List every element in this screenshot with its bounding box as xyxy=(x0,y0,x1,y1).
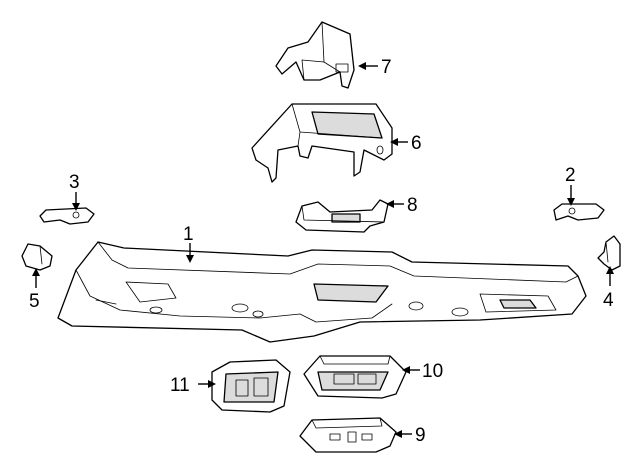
leader-10 xyxy=(402,366,420,374)
leader-3 xyxy=(72,192,80,211)
leader-11 xyxy=(198,380,216,388)
part-11-bezel xyxy=(211,359,291,413)
part-3-clip xyxy=(39,207,95,225)
part-8-plate xyxy=(295,199,389,233)
part-5-cap xyxy=(21,243,53,271)
callout-4: 4 xyxy=(603,290,614,311)
leader-4 xyxy=(606,266,614,286)
callout-1: 1 xyxy=(183,224,194,245)
leader-5 xyxy=(32,268,40,288)
callout-5: 5 xyxy=(29,291,40,312)
callout-2: 2 xyxy=(565,165,576,186)
part-6-housing xyxy=(251,103,393,183)
callout-11: 11 xyxy=(170,375,190,396)
part-10-lamp xyxy=(303,355,407,399)
part-4-clip xyxy=(597,235,621,271)
callout-3: 3 xyxy=(69,172,80,193)
leader-8 xyxy=(386,200,404,208)
part-9-lens xyxy=(299,417,397,453)
leader-1 xyxy=(186,243,194,263)
part-1-console xyxy=(57,241,587,343)
callout-10: 10 xyxy=(422,361,443,382)
part-7-bracket xyxy=(275,21,355,89)
callout-8: 8 xyxy=(407,195,418,216)
callout-7: 7 xyxy=(381,57,392,78)
leader-9 xyxy=(394,430,412,438)
callout-6: 6 xyxy=(411,133,422,154)
leader-7 xyxy=(358,62,378,70)
leader-6 xyxy=(390,138,408,146)
callout-9: 9 xyxy=(415,425,426,446)
leader-2 xyxy=(567,185,575,206)
part-2-clip xyxy=(553,203,605,221)
